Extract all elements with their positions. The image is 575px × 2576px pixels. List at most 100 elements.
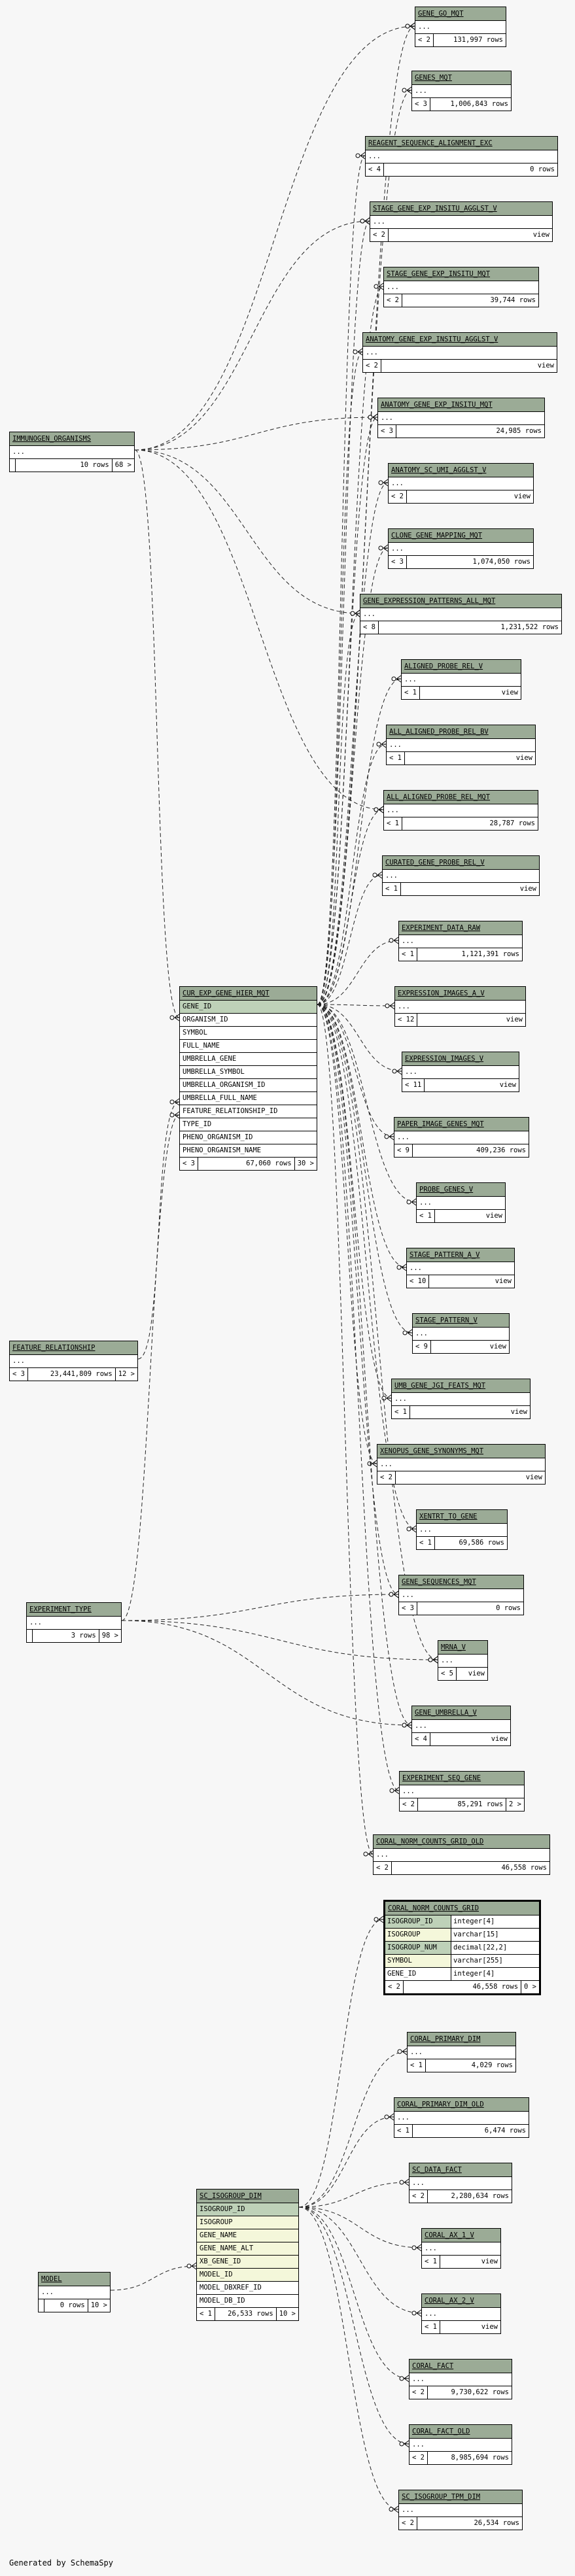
parents-count[interactable]: < 2 <box>399 2517 417 2530</box>
parents-count[interactable]: < 3 <box>399 1602 417 1615</box>
parents-count[interactable]: < 2 <box>409 2386 428 2399</box>
column-row[interactable]: MODEL_DBXREF_ID <box>197 2281 298 2294</box>
column-row[interactable]: GENE_NAME_ALT <box>197 2242 298 2255</box>
table-name[interactable]: CUR_EXP_GENE_HIER_MQT <box>179 986 317 1001</box>
parents-count[interactable]: < 1 <box>399 948 417 961</box>
table-name[interactable]: ALIGNED_PROBE_REL_V <box>401 659 521 674</box>
column-row[interactable]: FEATURE_RELATIONSHIP_ID <box>180 1105 317 1118</box>
children-count[interactable]: 12 > <box>118 1370 135 1378</box>
table-name[interactable]: GENES_MQT <box>411 71 512 85</box>
column-row[interactable]: PHENO_ORGANISM_ID <box>180 1131 317 1144</box>
column-row[interactable]: ISOGROUP <box>197 2216 298 2229</box>
table-name[interactable]: EXPERIMENT_DATA_RAW <box>398 921 523 935</box>
parents-count[interactable]: < 1 <box>422 2256 440 2268</box>
table-name[interactable]: XENOPUS_GENE_SYNONYMS_MQT <box>377 1444 546 1458</box>
table-name[interactable]: STAGE_PATTERN_A_V <box>406 1248 515 1262</box>
table-name[interactable]: EXPERIMENT_TYPE <box>26 1602 122 1617</box>
parents-count[interactable]: < 2 <box>374 1862 392 1874</box>
column-row[interactable]: PHENO_ORGANISM_NAME <box>180 1144 317 1157</box>
column-row[interactable]: GENE_ID <box>180 1001 317 1013</box>
parents-count[interactable]: < 8 <box>360 621 379 634</box>
children-count[interactable]: 10 > <box>279 2310 296 2318</box>
column-row[interactable]: ISOGROUP_ID <box>197 2203 298 2216</box>
parents-count[interactable]: < 3 <box>412 98 430 111</box>
column-row[interactable]: ORGANISM_ID <box>180 1013 317 1026</box>
parents-count[interactable]: < 12 <box>395 1014 418 1026</box>
column-row[interactable]: MODEL_DB_ID <box>197 2294 298 2307</box>
column-row[interactable]: MODEL_ID <box>197 2268 298 2281</box>
column-row[interactable]: UMBRELLA_ORGANISM_ID <box>180 1078 317 1091</box>
parents-count[interactable]: < 1 <box>383 883 401 895</box>
table-name[interactable]: ALL_ALIGNED_PROBE_REL_MQT <box>383 790 538 804</box>
parents-count[interactable]: < 10 <box>407 1275 430 1288</box>
table-name[interactable]: GENE_UMBRELLA_V <box>411 1706 511 1720</box>
table-name[interactable]: MODEL <box>38 2272 111 2286</box>
table-name[interactable]: SC_ISOGROUP_TPM_DIM <box>398 2490 523 2504</box>
table-name[interactable]: STAGE_GENE_EXP_INSITU_AGGLST_V <box>370 201 553 216</box>
table-name[interactable]: EXPRESSION_IMAGES_A_V <box>394 986 526 1001</box>
children-count[interactable]: 2 > <box>509 1800 521 1808</box>
table-name[interactable]: CORAL_AX_2_V <box>421 2293 501 2308</box>
table-name[interactable]: CORAL_FACT_OLD <box>409 2424 512 2439</box>
parents-count[interactable]: < 2 <box>409 2190 428 2203</box>
children-count[interactable]: 30 > <box>297 1159 314 1167</box>
parents-count[interactable]: < 2 <box>385 1981 404 1993</box>
table-name[interactable]: EXPERIMENT_SEQ_GENE <box>399 1771 525 1785</box>
column-row[interactable]: SYMBOL <box>180 1026 317 1039</box>
parents-count[interactable]: < 3 <box>378 425 396 438</box>
column-row[interactable]: XB_GENE_ID <box>197 2255 298 2268</box>
parents-count[interactable]: < 2 <box>400 1798 418 1811</box>
parents-count[interactable]: < 1 <box>197 2308 215 2320</box>
children-count[interactable]: 10 > <box>90 2301 107 2309</box>
table-name[interactable]: CORAL_AX_1_V <box>421 2228 501 2242</box>
table-name[interactable]: STAGE_GENE_EXP_INSITU_MQT <box>383 267 539 281</box>
parents-count[interactable]: < 2 <box>384 294 402 307</box>
parents-count[interactable]: < 11 <box>402 1079 425 1091</box>
parents-count[interactable] <box>39 2299 44 2312</box>
parents-count[interactable]: < 1 <box>402 687 420 699</box>
table-name[interactable]: CURATED_GENE_PROBE_REL_V <box>382 855 540 870</box>
parents-count[interactable]: < 1 <box>422 2321 440 2333</box>
column-row[interactable]: UMBRELLA_GENE <box>180 1052 317 1065</box>
table-name[interactable]: ALL_ALIGNED_PROBE_REL_BV <box>386 725 536 739</box>
table-name[interactable]: GENE_SEQUENCES_MQT <box>398 1575 524 1589</box>
children-count[interactable]: 0 > <box>524 1983 536 1991</box>
table-name[interactable]: SC_ISOGROUP_DIM <box>196 2189 299 2203</box>
table-name[interactable]: PROBE_GENES_V <box>416 1182 506 1197</box>
table-name[interactable]: REAGENT_SEQUENCE_ALIGNMENT_EXC <box>365 136 558 150</box>
parents-count[interactable] <box>27 1630 33 1642</box>
parents-count[interactable]: < 1 <box>417 1537 435 1549</box>
parents-count[interactable] <box>10 459 16 472</box>
table-name[interactable]: IMMUNOGEN_ORGANISMS <box>9 432 135 446</box>
